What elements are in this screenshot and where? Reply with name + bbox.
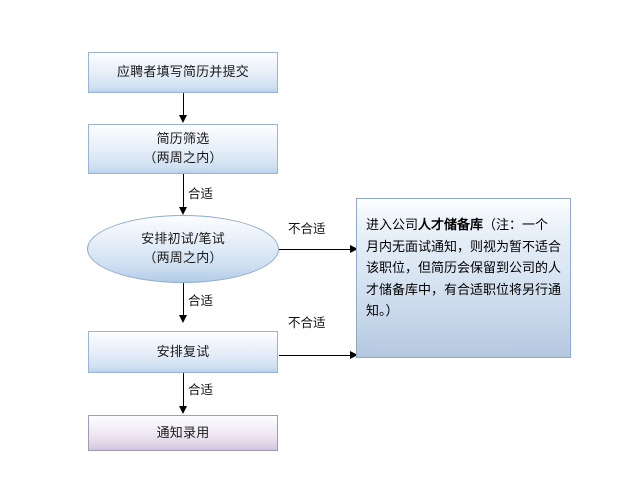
node-screen[interactable]: 简历筛选 （两周之内） (88, 124, 278, 174)
edge-label-first-to-note: 不合适 (288, 221, 326, 236)
edge-label-second-to-offer: 合适 (188, 382, 214, 397)
edge-first-to-note-arrow (350, 244, 358, 253)
node-screen-line-0: 简历筛选 (156, 132, 210, 147)
node-first-interview-line-1: （两周之内） (143, 251, 223, 266)
edge-second-to-offer-line (183, 373, 184, 407)
edge-screen-to-first-arrow (178, 207, 187, 215)
edge-second-to-note-line (279, 355, 353, 356)
edge-label-first-to-second: 合适 (188, 293, 214, 308)
node-apply[interactable]: 应聘者填写简历并提交 (88, 52, 278, 93)
node-first-interview[interactable]: 安排初试/笔试 （两周之内） (87, 215, 279, 283)
note-text-after-bold: （注：一个月内无面试通知，则视为暂不适合该职位，但简历会保留到公司的人才储备库中… (366, 218, 562, 319)
note-text-before-bold: 进入公司 (366, 218, 419, 233)
note-text-bold: 人才储备库 (418, 218, 484, 233)
node-second-interview-line-0: 安排复试 (156, 344, 210, 360)
edge-second-to-offer-arrow (178, 406, 187, 414)
node-offer[interactable]: 通知录用 (88, 415, 278, 451)
edge-screen-to-first-line (183, 174, 184, 208)
node-screen-line-1: （两周之内） (143, 151, 223, 166)
note-talent-pool[interactable]: 进入公司人才储备库（注：一个月内无面试通知，则视为暂不适合该职位，但简历会保留到… (356, 198, 571, 358)
edge-second-to-note-arrow (350, 350, 358, 359)
edge-first-to-note-line (279, 249, 353, 250)
node-second-interview[interactable]: 安排复试 (88, 331, 278, 373)
edge-apply-to-screen-line (183, 93, 184, 116)
edge-first-to-second-line (183, 283, 184, 316)
edge-apply-to-screen-arrow (178, 115, 187, 123)
node-offer-line-0: 通知录用 (156, 425, 210, 441)
node-first-interview-line-0: 安排初试/笔试 (141, 232, 225, 247)
edge-first-to-second-arrow (178, 315, 187, 323)
edge-label-screen-to-first: 合适 (188, 186, 214, 201)
edge-label-second-to-note: 不合适 (288, 315, 326, 330)
node-apply-line-0: 应聘者填写简历并提交 (116, 65, 249, 80)
